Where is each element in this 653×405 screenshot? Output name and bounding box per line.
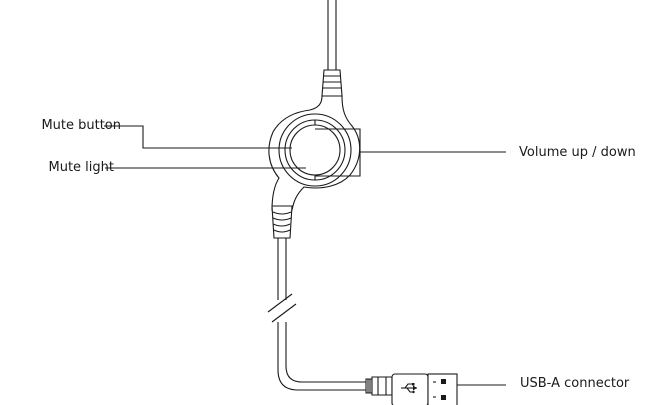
mute-button-leader	[104, 126, 292, 148]
top-cable	[328, 0, 336, 70]
usb-connector-plug	[428, 374, 457, 405]
label-volume: Volume up / down	[519, 145, 636, 161]
label-mute-light: Mute light	[49, 160, 115, 176]
lower-cable	[278, 238, 366, 390]
usb-plug-contact	[441, 379, 446, 384]
label-usb-connector: USB-A connector	[520, 376, 629, 392]
usb-plug-contact	[441, 395, 446, 400]
upper-strain-relief	[322, 70, 342, 96]
cable-break-mark	[268, 294, 296, 322]
label-mute-button: Mute button	[41, 118, 121, 134]
usb-a-connector	[366, 374, 457, 405]
usb-connector-body	[392, 374, 428, 405]
lower-strain-relief	[272, 206, 292, 238]
